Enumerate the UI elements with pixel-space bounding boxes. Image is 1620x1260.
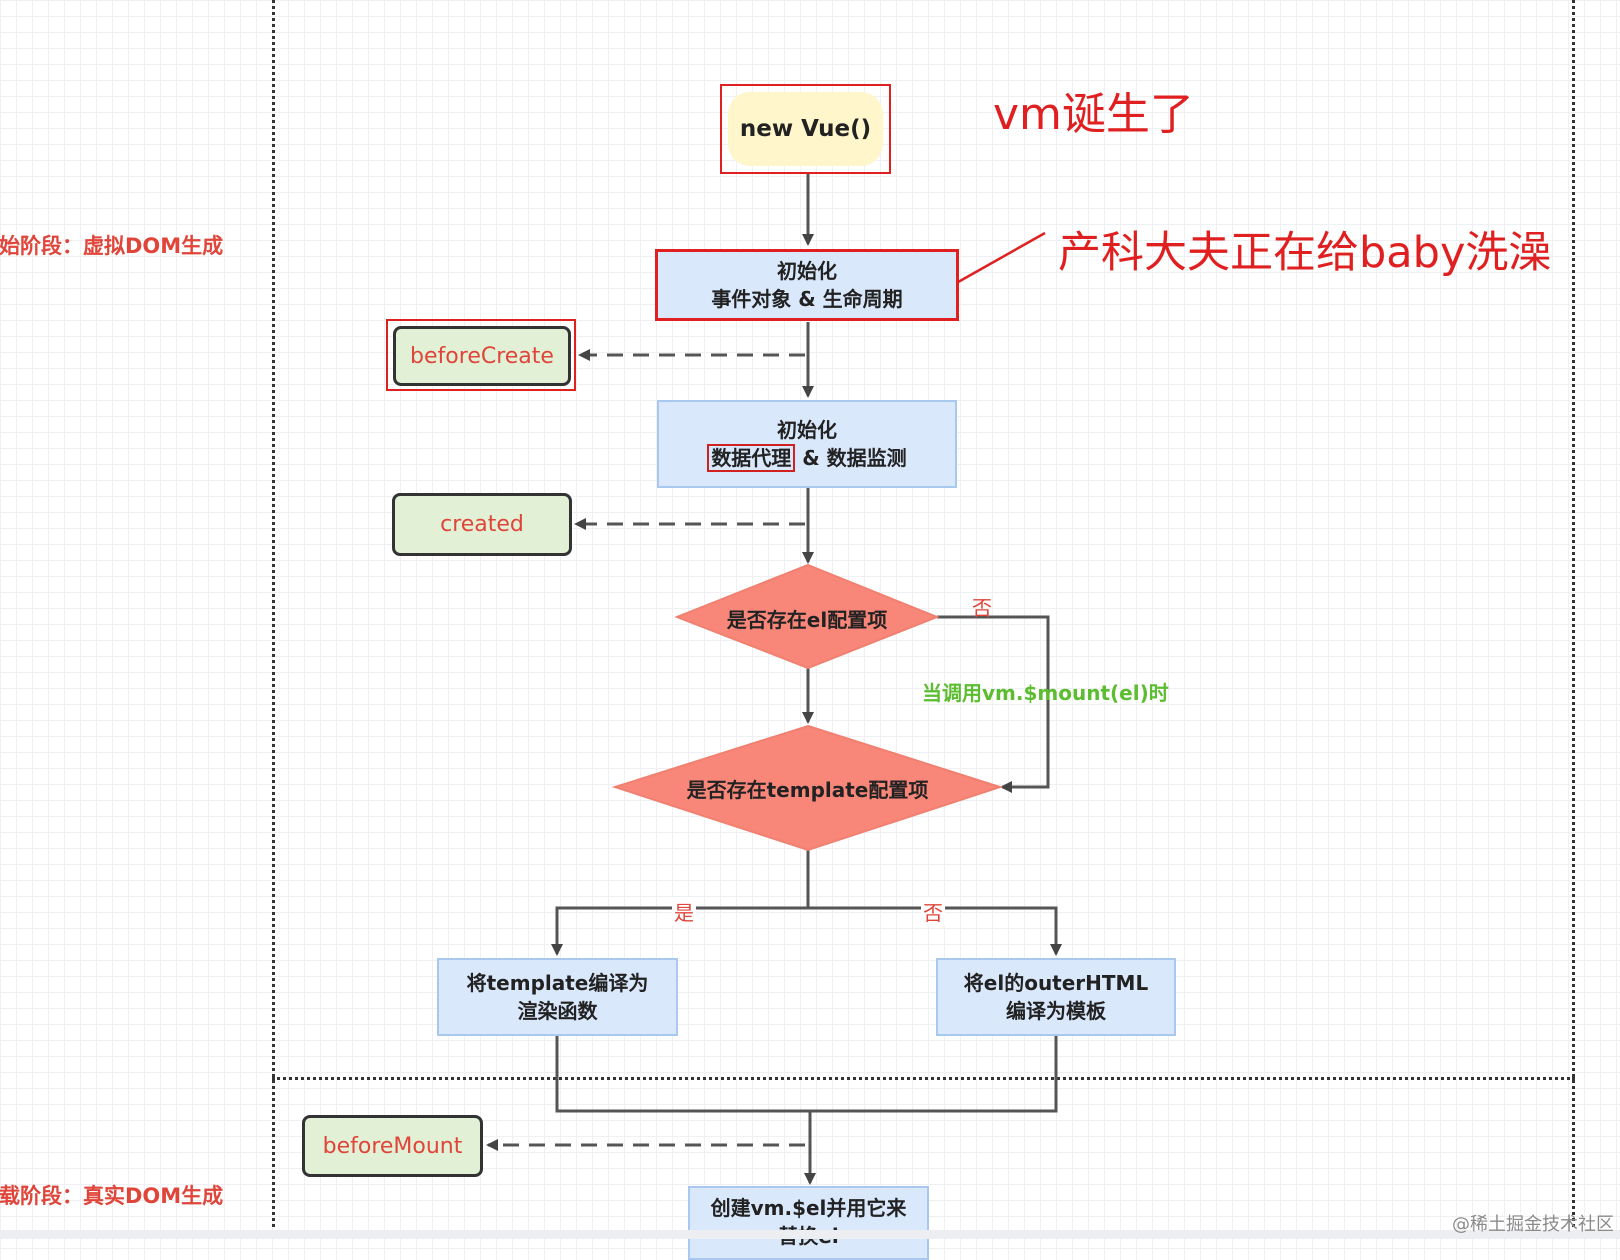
process-compile-template: 将template编译为 渲染函数: [437, 958, 678, 1036]
highlight-frame-beforecreate: [386, 319, 576, 391]
hook-beforemount: beforeMount: [302, 1115, 483, 1177]
annotation-doctor: 产科大夫正在给baby洗澡: [1058, 228, 1552, 278]
data-proxy-text: 数据代理: [707, 444, 796, 472]
watermark: @稀土掘金技术社区: [1452, 1214, 1614, 1235]
decision-has-template-shape: [611, 724, 1004, 852]
stage-label-init: 初始阶段：虚拟DOM生成: [0, 234, 224, 258]
edge-template-no: [808, 906, 1062, 956]
process-compile-outerhtml: 将el的outerHTML 编译为模板: [936, 958, 1176, 1036]
process-init-events: 初始化 事件对象 & 生命周期: [655, 249, 959, 321]
stage-divider-right: [1572, 0, 1575, 1239]
process-init-data-line1: 初始化: [777, 418, 837, 442]
highlight-frame-start: [720, 84, 891, 174]
process-compile-outerhtml-line1: 将el的outerHTML: [963, 971, 1149, 995]
start-node-label: new Vue(): [739, 116, 872, 142]
decision-has-template: 是否存在template配置项: [686, 778, 929, 802]
process-create-el: 创建vm.$el并用它来 替换el: [688, 1186, 929, 1260]
process-create-el-line1: 创建vm.$el并用它来: [710, 1196, 907, 1220]
start-node: new Vue(): [728, 92, 883, 166]
hook-beforemount-label: beforeMount: [322, 1133, 463, 1159]
bottom-scrollbar-area: [0, 1230, 1620, 1239]
annotation-vm-born: vm诞生了: [993, 89, 1194, 140]
hook-created-label: created: [440, 512, 524, 537]
edge-el-no-branch: [937, 615, 1050, 793]
decision-has-el: 是否存在el配置项: [726, 608, 888, 632]
process-init-data: 初始化 数据代理 & 数据监测: [657, 400, 957, 488]
process-compile-template-line1: 将template编译为: [466, 971, 649, 995]
annotation-arrow: [942, 231, 1046, 292]
stage-divider-left: [272, 0, 275, 1239]
edge-label-no-el: 否: [972, 596, 992, 620]
edge-template-yes: [551, 906, 808, 956]
stage-label-mount: 挂载阶段：真实DOM生成: [0, 1184, 224, 1208]
hook-beforecreate-label: beforeCreate: [410, 343, 554, 369]
edge-label-no: 否: [921, 897, 945, 926]
process-init-data-line2: 数据代理 & 数据监测: [707, 444, 907, 472]
decision-has-el-shape: [674, 563, 940, 670]
edge-label-yes: 是: [672, 897, 696, 926]
process-compile-template-line2: 渲染函数: [517, 999, 598, 1023]
process-init-events-line1: 初始化: [777, 259, 837, 283]
hook-beforecreate: beforeCreate: [393, 326, 571, 386]
process-compile-outerhtml-line2: 编译为模板: [1006, 999, 1106, 1023]
process-init-events-line2: 事件对象 & 生命周期: [711, 287, 903, 311]
edge-merge: [555, 1036, 1058, 1113]
data-monitor-text: & 数据监测: [795, 446, 907, 470]
edge-label-mount-call: 当调用vm.$mount(el)时: [922, 681, 1169, 705]
stage-divider-horizontal: [272, 1077, 1575, 1080]
hook-created: created: [392, 493, 572, 556]
